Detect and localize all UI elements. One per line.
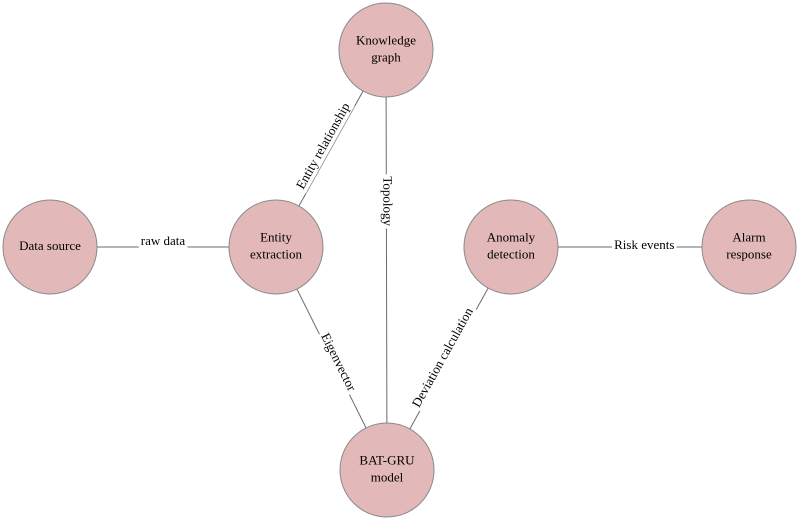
node-entity-extraction: Entity extraction: [228, 199, 324, 295]
node-label-bat-gru-model: model: [371, 469, 404, 484]
node-circle-bat-gru-model: [339, 422, 435, 518]
node-bat-gru-model: BAT-GRU model: [339, 422, 435, 518]
edge-label-background: [379, 174, 397, 229]
edge-label-background: [316, 328, 362, 397]
edge-label-background: [406, 302, 478, 412]
node-circle-entity-extraction: [228, 199, 324, 295]
node-circle-knowledge-graph: [338, 2, 434, 98]
node-alarm-response: Alarm response: [701, 199, 797, 295]
edge-line-topology: [385, 49, 388, 471]
edge-label-background: [612, 235, 677, 253]
node-anomaly-detection: Anomaly detection: [463, 199, 559, 295]
node-label-bat-gru-model: BAT-GRU: [359, 452, 415, 467]
nodes: Data source Entity extraction Knowledge grap…: [2, 2, 797, 518]
node-label-entity-extraction: Entity: [260, 229, 292, 244]
node-label-data-source: Data source: [19, 238, 81, 253]
node-circle-anomaly-detection: [463, 199, 559, 295]
node-circle-data-source: [2, 199, 98, 295]
edge-label-eigenvector: Eigenvector: [318, 330, 360, 394]
node-label-alarm-response: response: [726, 246, 772, 261]
node-label-entity-extraction: extraction: [250, 246, 302, 261]
node-data-source: Data source: [2, 199, 98, 295]
edge-label-background: [138, 231, 188, 249]
node-label-knowledge-graph: graph: [371, 49, 401, 64]
node-label-knowledge-graph: Knowledge: [356, 32, 416, 47]
edges: raw data Entity relationshipTopologyEigen…: [50, 49, 749, 471]
node-label-anomaly-detection: Anomaly: [487, 229, 536, 244]
node-label-anomaly-detection: detection: [487, 246, 535, 261]
node-circle-alarm-response: [701, 199, 797, 295]
edge-label-risk-events: Risk events: [614, 237, 674, 252]
edge-label-topology: Topology: [380, 176, 395, 226]
node-knowledge-graph: Knowledge graph: [338, 2, 434, 98]
edge-label-background: [290, 97, 355, 194]
edge-label-entity-relationship: Entity relationship: [293, 100, 353, 191]
node-label-alarm-response: Alarm: [732, 229, 765, 244]
edge-label-deviation-calculation: Deviation calculation: [409, 304, 477, 409]
edge-topology: Topology: [379, 49, 397, 471]
edge-label-raw-data: raw data: [141, 233, 186, 248]
